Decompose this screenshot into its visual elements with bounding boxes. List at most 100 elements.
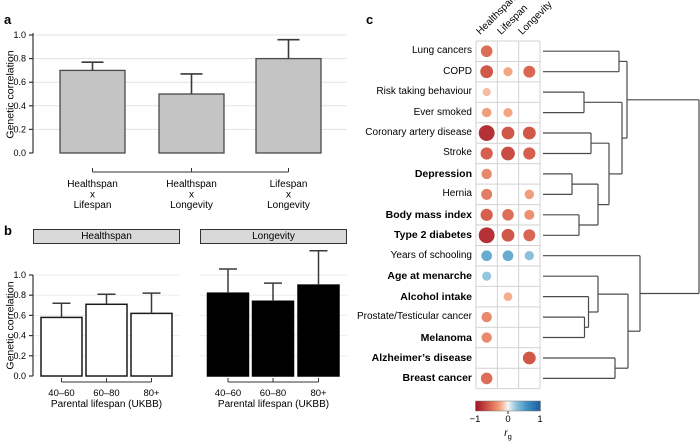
panel-b-x-axis-title-right: Parental lifespan (UKBB) [217, 399, 330, 410]
colorbar [475, 400, 541, 412]
colorbar-tick-neg1: −1 [469, 414, 481, 425]
y-tick-label: 0.4 [13, 331, 26, 341]
facet-strip-healthspan: Healthspan [33, 229, 180, 244]
y-tick-label: 1.0 [13, 30, 26, 40]
colorbar-title: rg [493, 428, 523, 443]
correlation-dot [480, 45, 493, 58]
category-label: 40–60 [215, 388, 241, 399]
facet-strip-longevity: Longevity [200, 229, 347, 244]
row-label: Prostate/Testicular cancer [356, 311, 472, 323]
correlation-dot [503, 292, 513, 301]
correlation-dot [522, 126, 536, 140]
category-label: x [90, 190, 95, 201]
category-label: 60–80 [93, 388, 119, 399]
correlation-dot [501, 146, 515, 161]
category-label: Healthspan [166, 179, 217, 190]
y-tick-label: 0.2 [13, 124, 26, 134]
row-label: Coronary artery disease [365, 127, 472, 139]
correlation-dot [501, 228, 515, 242]
panel-b-letter: b [4, 223, 12, 238]
bar [297, 284, 340, 377]
correlation-dot [480, 65, 494, 79]
y-tick-label: 1.0 [13, 270, 26, 280]
correlation-dot [481, 332, 492, 343]
category-label: x [189, 190, 194, 201]
row-label: Alzheimer’s disease [371, 351, 472, 364]
correlation-dot [503, 108, 513, 118]
bar [130, 312, 173, 377]
panel-b-x-axis-title-left: Parental lifespan (UKBB) [50, 399, 163, 410]
bar [255, 57, 322, 154]
y-tick-label: 0.8 [13, 290, 26, 300]
rg-symbol: r [504, 428, 508, 439]
y-tick-label: 0.6 [13, 77, 26, 87]
row-label: Body mass index [385, 208, 472, 221]
bar [158, 93, 225, 154]
category-label: Lifespan [74, 200, 112, 211]
correlation-dot [503, 67, 513, 77]
panel-a-y-axis-title: Genetic correlation [4, 50, 17, 139]
correlation-dot [480, 372, 493, 385]
bar [206, 292, 250, 377]
bar [85, 303, 128, 377]
category-label: 80+ [143, 388, 160, 399]
correlation-dot [481, 168, 492, 180]
correlation-dot [523, 229, 536, 242]
correlation-dot [478, 125, 495, 141]
correlation-dot [481, 107, 492, 118]
correlation-dot [481, 188, 493, 200]
category-label: Longevity [267, 200, 310, 211]
y-tick-label: 0.6 [13, 310, 26, 320]
category-label: Healthspan [67, 179, 118, 190]
correlation-dot [524, 189, 535, 200]
y-tick-label: 0.8 [13, 54, 26, 64]
row-label: Alcohol intake [400, 290, 472, 303]
correlation-dot [482, 88, 491, 97]
row-label: Type 2 diabetes [393, 229, 472, 242]
correlation-dot [523, 65, 536, 78]
colorbar-tick-pos1: 1 [537, 414, 543, 425]
panel-a-letter: a [4, 12, 12, 27]
y-tick-label: 0.0 [13, 148, 26, 158]
row-label: Risk taking behaviour [376, 86, 472, 98]
colorbar-tick-zero: 0 [505, 414, 511, 425]
panel-b-y-axis-title: Genetic correlation [4, 281, 17, 370]
category-label: 40–60 [48, 388, 74, 399]
category-label: x [286, 190, 291, 201]
row-label: Stroke [443, 147, 472, 159]
category-label: 60–80 [260, 388, 286, 399]
correlation-dot [523, 147, 536, 160]
panel-c-letter: c [366, 12, 374, 27]
bar [251, 300, 295, 377]
category-label: Lifespan [270, 179, 308, 190]
category-label: 80+ [310, 388, 327, 399]
y-tick-label: 0.0 [13, 371, 26, 381]
correlation-dot [501, 126, 515, 140]
correlation-dot [481, 250, 493, 262]
row-label: Ever smoked [413, 106, 472, 118]
row-label: Melanoma [420, 331, 472, 344]
bar [59, 69, 126, 154]
row-label: Lung cancers [411, 45, 472, 57]
bar [40, 316, 83, 377]
row-label: Age at menarche [387, 270, 472, 283]
correlation-dot [522, 351, 536, 365]
correlation-dot [502, 250, 514, 262]
category-label: Longevity [170, 200, 213, 211]
y-tick-label: 0.4 [13, 101, 26, 111]
correlation-dot [478, 227, 495, 244]
y-tick-label: 0.2 [13, 351, 26, 361]
correlation-dot [480, 208, 493, 221]
correlation-dot [524, 251, 534, 261]
panel-b-faceted-bar-chart: 0.0 0.2 0.4 0.6 0.8 1.0 40–60 60–80 80+ 40–60 60–8… [13, 250, 347, 399]
correlation-dot [481, 311, 492, 323]
correlation-dot [480, 147, 493, 160]
correlation-dot [502, 209, 514, 221]
rg-subscript: g [507, 432, 512, 441]
correlation-dot [524, 209, 535, 220]
correlation-dot [482, 271, 492, 281]
panel-a-bar-chart: 0.00.20.40.60.81.0HealthspanxLifespanHea… [13, 30, 347, 211]
row-label: Hernia [442, 188, 472, 200]
row-label: Breast cancer [402, 372, 472, 385]
